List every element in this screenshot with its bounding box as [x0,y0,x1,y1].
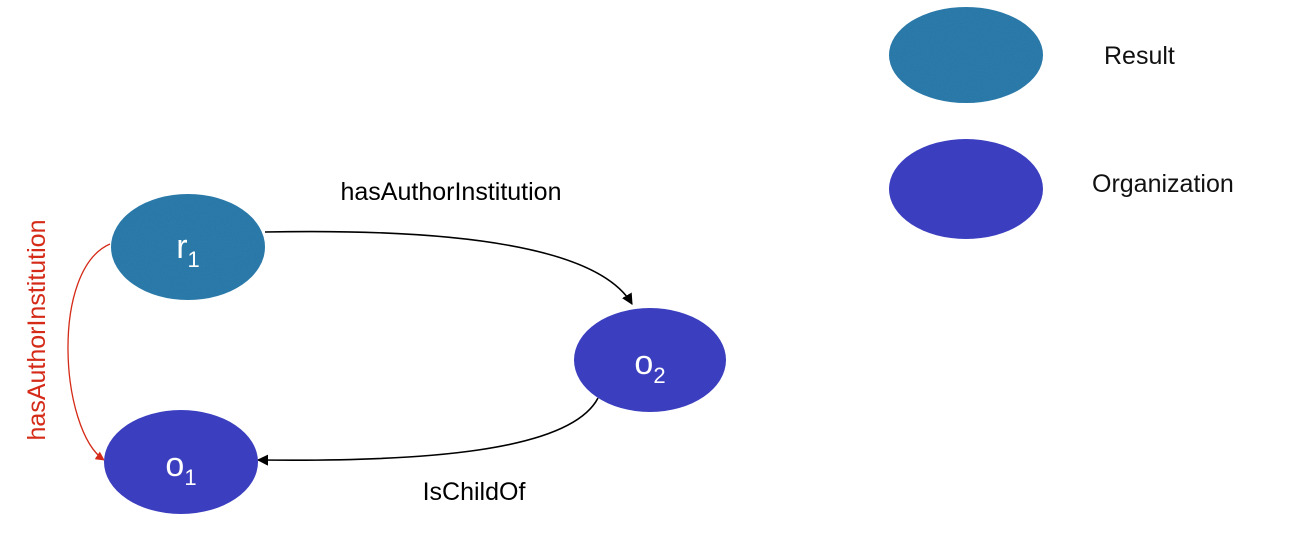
legend-organization-label: Organization [1092,170,1234,198]
node-o1[interactable]: o1 [104,410,258,514]
node-o1-label: o1 [165,446,196,490]
edge-label-r1-o2: hasAuthorInstitution [341,178,562,206]
legend-result-swatch [889,7,1043,103]
legend-result-label: Result [1104,42,1175,70]
legend-organization-swatch [889,139,1043,239]
node-r1-shape [111,194,265,300]
edge-label-r1-o1-inferred: hasAuthorInstitution [23,220,51,441]
node-r1[interactable]: r1 [111,194,265,300]
edge-o2-to-o1 [256,397,599,466]
edge-r1-to-o2 [264,230,633,305]
node-o2[interactable]: o2 [574,308,726,412]
node-o2-shape [574,308,726,412]
node-o2-label: o2 [634,344,665,388]
edge-label-o2-o1: IsChildOf [423,478,526,506]
legend: Result Organization [889,7,1234,239]
node-r1-label: r1 [176,228,200,272]
edge-r1-to-o1-inferred [67,243,111,461]
node-o1-shape [104,410,258,514]
